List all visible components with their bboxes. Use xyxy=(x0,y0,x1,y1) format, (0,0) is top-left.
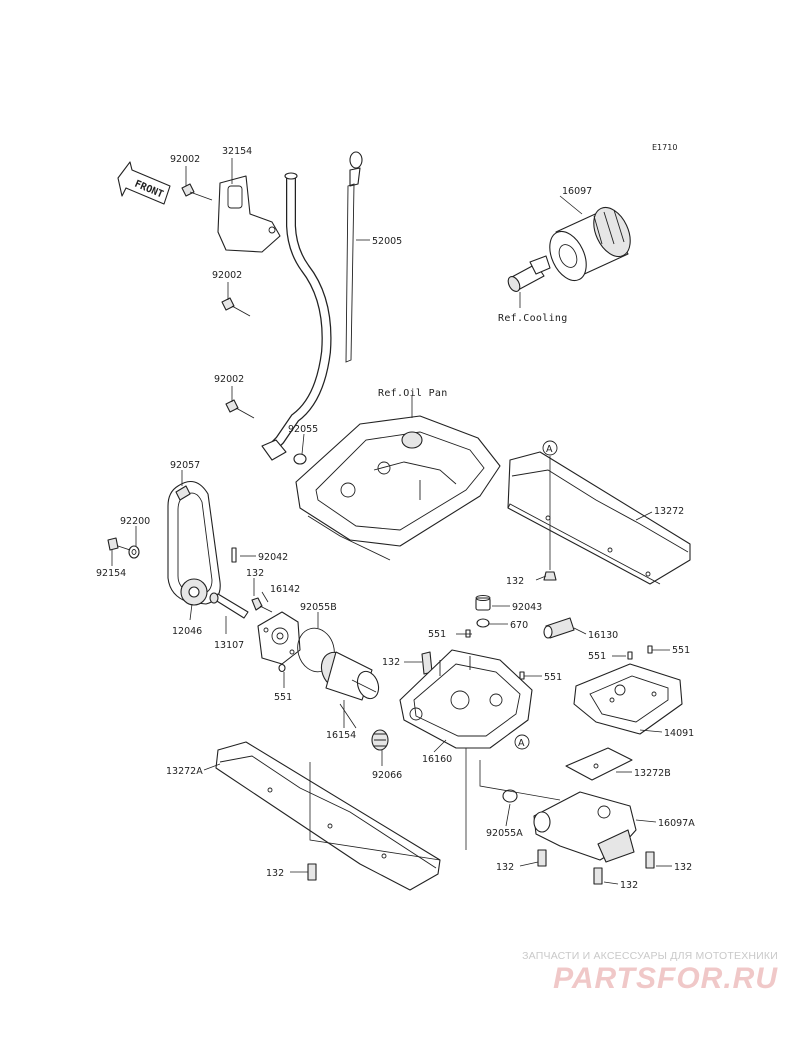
label-13272A: 13272A xyxy=(166,766,203,777)
leader-lines xyxy=(111,158,672,885)
washer-92200[interactable] xyxy=(128,545,140,559)
label-92043: 92043 xyxy=(512,602,542,613)
label-132-housing-bottom: 132 xyxy=(620,880,638,891)
label-32154: 32154 xyxy=(222,146,252,157)
oil-filter-part[interactable] xyxy=(543,202,638,287)
oring-92055A[interactable] xyxy=(502,789,518,803)
watermark-brand-logo: PARTSFOR.RU xyxy=(553,962,778,995)
label-92055B: 92055B xyxy=(300,602,337,613)
dowel-pin-92042[interactable] xyxy=(231,547,237,563)
label-52005: 52005 xyxy=(372,236,402,247)
bolt-132-housing-right[interactable] xyxy=(645,851,655,869)
label-551-cover-left: 551 xyxy=(588,651,606,662)
relief-valve-16130[interactable] xyxy=(543,617,575,639)
label-12046: 12046 xyxy=(172,626,202,637)
label-92057: 92057 xyxy=(170,460,200,471)
label-16130: 16130 xyxy=(588,630,618,641)
oil-pump-rotor-16154[interactable] xyxy=(317,648,382,701)
filter-housing-16097A[interactable] xyxy=(533,791,637,863)
plate-13272B[interactable] xyxy=(565,747,633,781)
callout-a-bottom: A xyxy=(514,734,530,750)
label-551-left: 551 xyxy=(274,692,292,703)
label-92042: 92042 xyxy=(258,552,288,563)
oil-pump-body-16160[interactable] xyxy=(399,649,533,850)
oil-fill-pipe-part[interactable] xyxy=(261,172,332,461)
bolt-132-baffle[interactable] xyxy=(543,571,557,581)
label-670: 670 xyxy=(510,620,528,631)
label-92002-mid: 92002 xyxy=(212,270,242,281)
dowel-551-cover-left[interactable] xyxy=(627,651,633,660)
label-132-housing-left: 132 xyxy=(496,862,514,873)
oil-pump-cover-16142[interactable] xyxy=(257,611,301,665)
label-132-bottom: 132 xyxy=(266,868,284,879)
label-551-cover-right: 551 xyxy=(672,645,690,656)
label-92055: 92055 xyxy=(288,424,318,435)
label-13272B: 13272B xyxy=(634,768,671,779)
ref-oil-pan-label: Ref.Oil Pan xyxy=(378,388,448,399)
watermark-tagline: ЗАПЧАСТИ И АКСЕССУАРЫ ДЛЯ МОТОТЕХНИКИ xyxy=(522,950,778,962)
label-16097A: 16097A xyxy=(658,818,695,829)
strainer-92066[interactable] xyxy=(371,729,389,751)
label-92200: 92200 xyxy=(120,516,150,527)
oil-filter-fitting-part[interactable] xyxy=(506,255,551,293)
label-551-center: 551 xyxy=(428,629,446,640)
label-92002-top: 92002 xyxy=(170,154,200,165)
bolt-132-pump[interactable] xyxy=(251,597,273,613)
oil-pan-reference xyxy=(295,396,501,561)
label-551-right-center: 551 xyxy=(544,672,562,683)
bolt-92002-low[interactable] xyxy=(225,399,255,419)
label-132-baffle: 132 xyxy=(506,576,524,587)
dowel-551-left[interactable] xyxy=(278,663,286,673)
bolt-92154[interactable] xyxy=(107,537,131,551)
baffle-plate-13272A[interactable] xyxy=(215,741,441,891)
label-16160: 16160 xyxy=(422,754,452,765)
label-16142: 16142 xyxy=(270,584,300,595)
cover-14091[interactable] xyxy=(573,663,683,735)
drive-sprocket-part[interactable] xyxy=(180,578,208,606)
label-13107: 13107 xyxy=(214,640,244,651)
label-92055A: 92055A xyxy=(486,828,523,839)
bolt-132-bottom[interactable] xyxy=(307,863,317,881)
pump-shaft-13107[interactable] xyxy=(209,592,249,619)
front-arrow-icon: FRONT xyxy=(117,161,171,205)
baffle-plate-13272-part[interactable] xyxy=(507,451,691,585)
collar-92043[interactable] xyxy=(475,595,491,611)
dowel-551-center[interactable] xyxy=(465,629,471,638)
label-16097: 16097 xyxy=(562,186,592,197)
label-132-housing-right: 132 xyxy=(674,862,692,873)
label-92066: 92066 xyxy=(372,770,402,781)
bolt-92002-mid[interactable] xyxy=(221,297,251,317)
dowel-551-right-center[interactable] xyxy=(519,671,525,680)
label-14091: 14091 xyxy=(664,728,694,739)
label-132-pump: 132 xyxy=(246,568,264,579)
label-132-center: 132 xyxy=(382,657,400,668)
bolt-132-housing-bottom[interactable] xyxy=(593,867,603,885)
ref-cooling-label: Ref.Cooling xyxy=(498,313,568,324)
callout-a-bottom-label: A xyxy=(518,738,525,749)
label-92154: 92154 xyxy=(96,568,126,579)
oring-670[interactable] xyxy=(476,618,490,628)
watermark: ЗАПЧАСТИ И АКСЕССУАРЫ ДЛЯ МОТОТЕХНИКИ PA… xyxy=(478,950,778,996)
bolt-92002-top[interactable] xyxy=(181,183,213,201)
dipstick-part[interactable] xyxy=(345,151,370,363)
callout-a-top: A xyxy=(542,440,558,570)
callout-a-top-label: A xyxy=(546,444,553,455)
label-92002-low: 92002 xyxy=(214,374,244,385)
dowel-551-cover-right[interactable] xyxy=(647,645,653,654)
fill-pipe-bracket-part[interactable] xyxy=(217,175,281,253)
label-16154: 16154 xyxy=(326,730,356,741)
label-13272: 13272 xyxy=(654,506,684,517)
oring-92055[interactable] xyxy=(293,453,307,465)
diagram-code: E1710 xyxy=(652,143,677,152)
bolt-132-housing-left[interactable] xyxy=(537,849,547,867)
